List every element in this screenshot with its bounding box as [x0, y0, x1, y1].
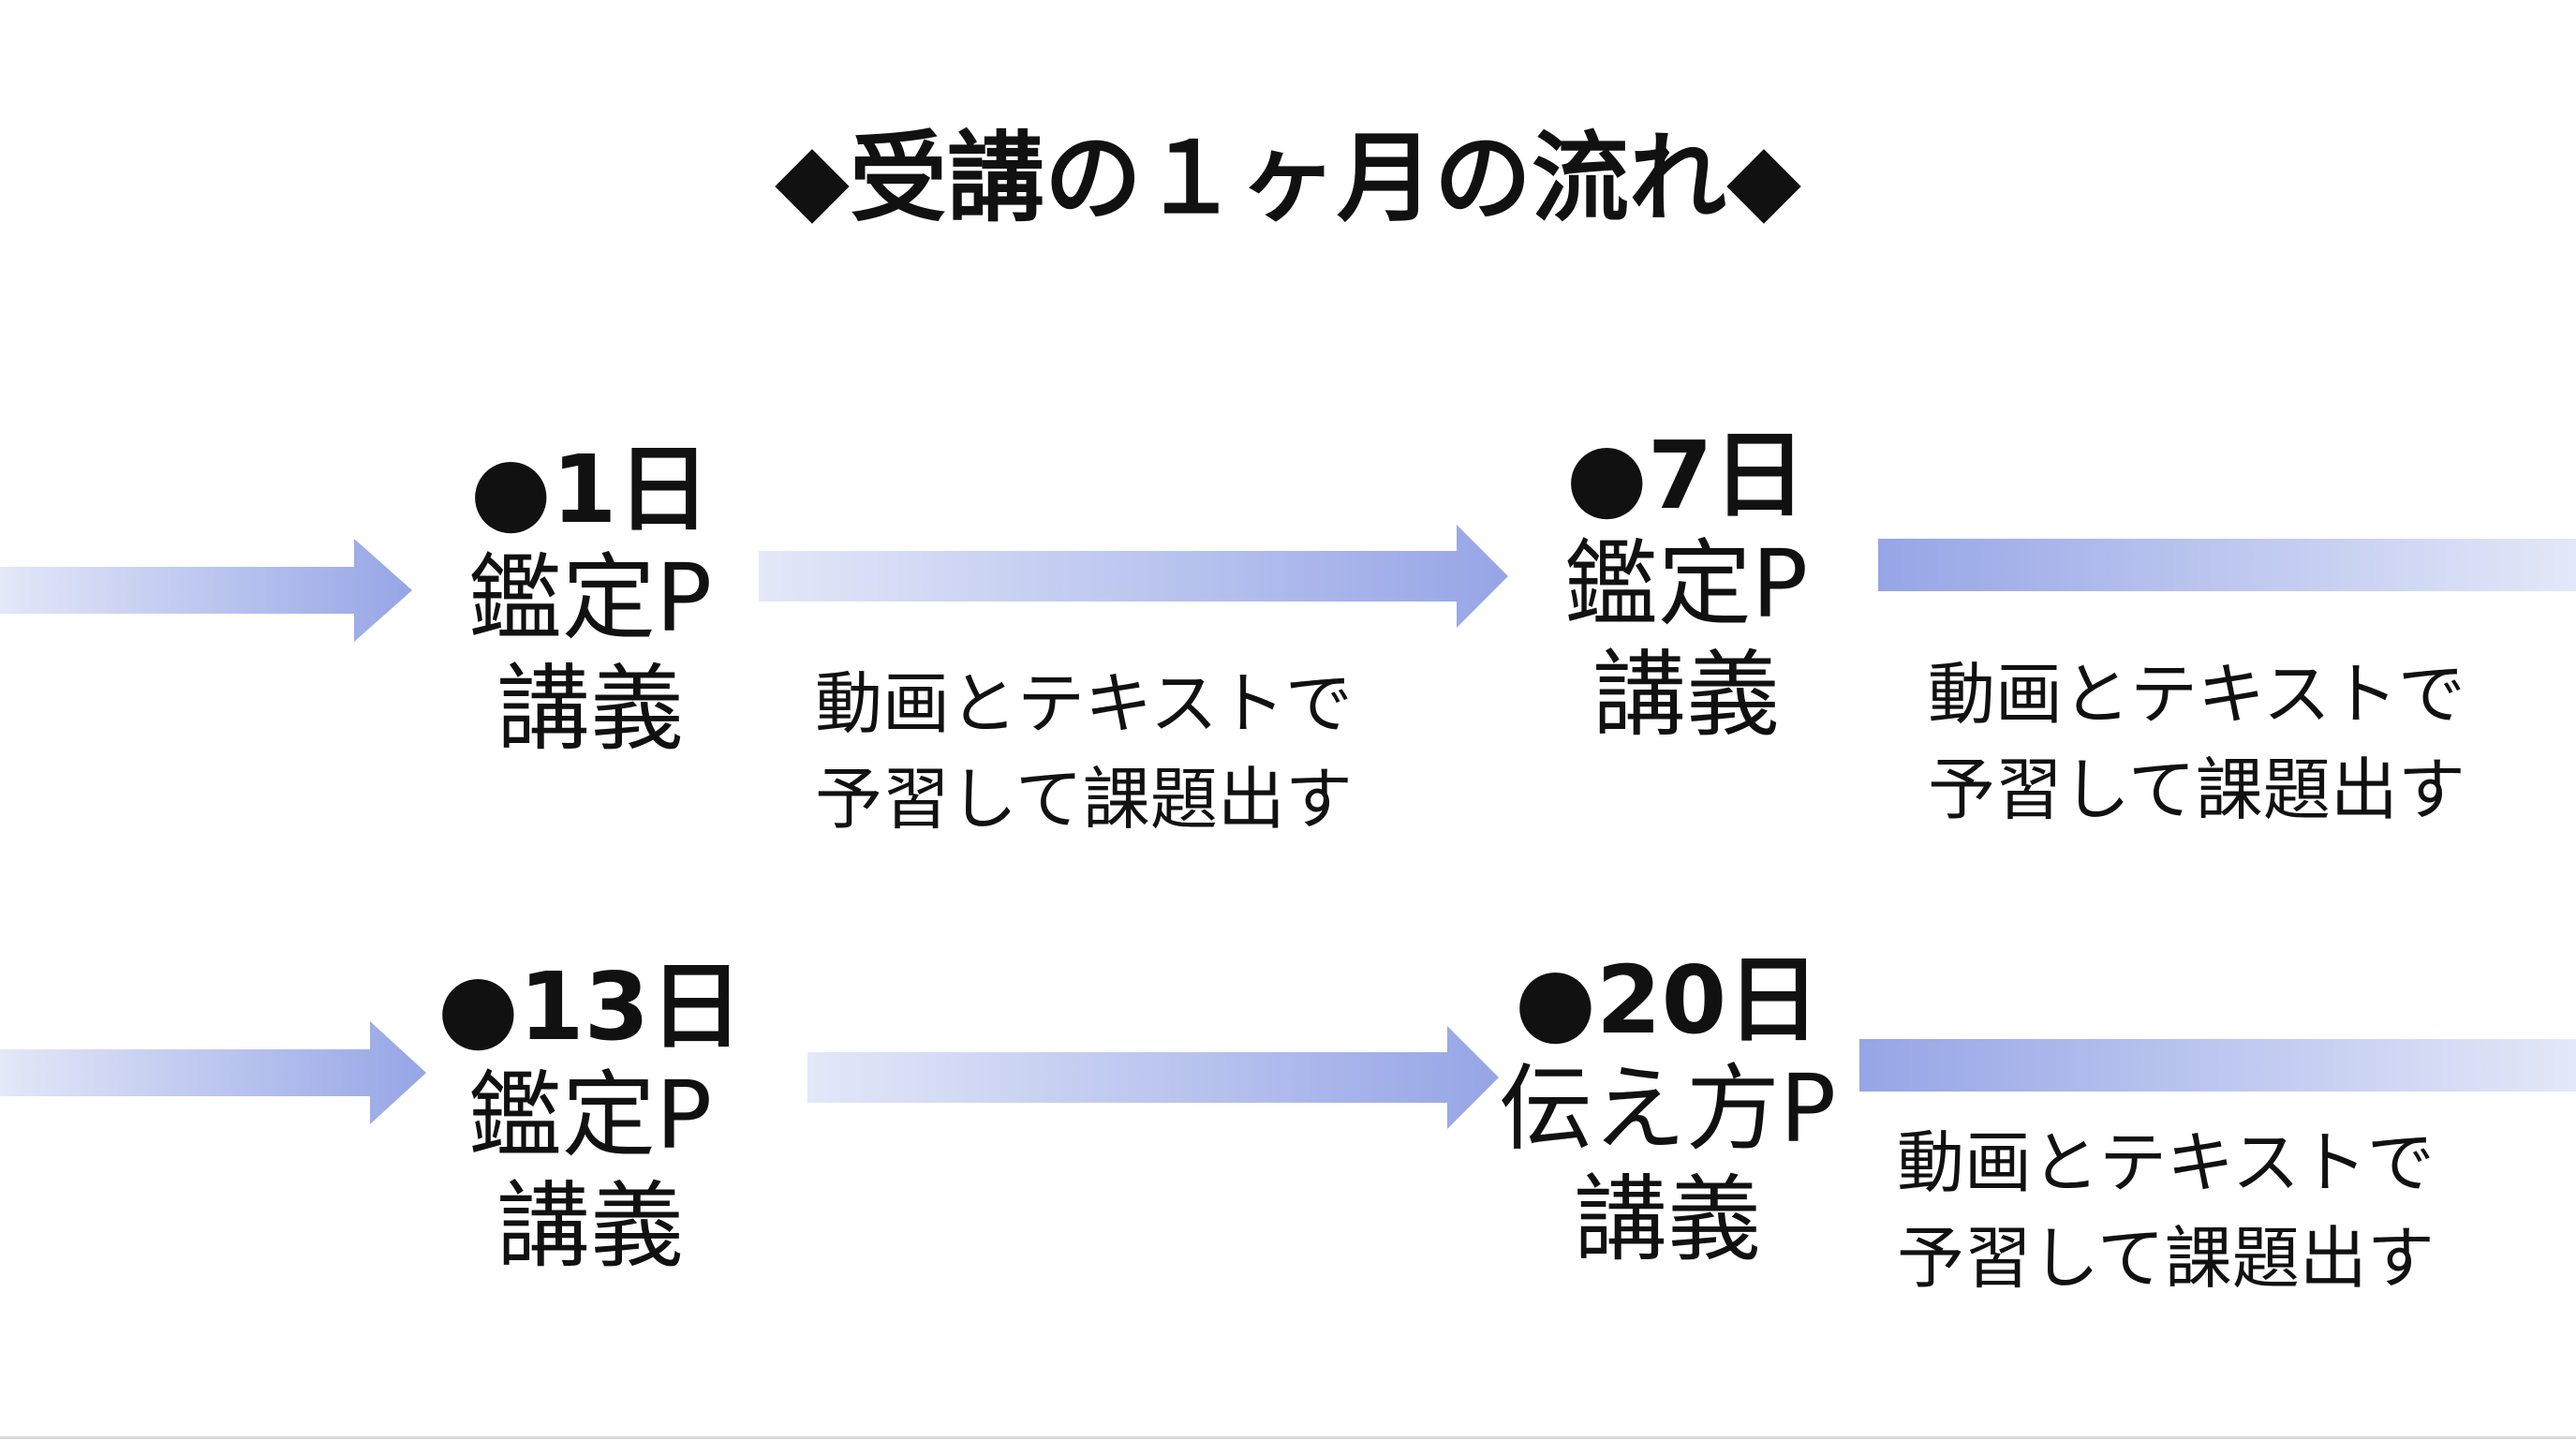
milestone-type: 講義: [1592, 640, 1780, 750]
step-note-line: 予習して課題出す: [815, 760, 1353, 839]
step-note-3: 動画とテキストで 予習して課題出す: [1897, 1115, 2435, 1306]
milestone-topic: 鑑定P: [467, 1061, 713, 1170]
milestone-day-label: ●20日: [1514, 945, 1821, 1055]
flow-arrow-1-to-7: [759, 525, 1508, 628]
milestone-day-7: ●7日 鑑定P 講義: [1527, 422, 1845, 750]
milestone-type: 講義: [496, 654, 684, 764]
step-note-line: 動画とテキストで: [815, 664, 1353, 743]
step-note-2: 動画とテキストで 予習して課題出す: [1928, 646, 2465, 838]
milestone-topic: 鑑定P: [467, 543, 713, 653]
milestone-type: 講義: [496, 1171, 684, 1281]
flow-arrow-row2-in: [0, 1021, 426, 1124]
milestone-topic: 鑑定P: [1563, 529, 1809, 639]
milestone-day-13: ●13日 鑑定P 講義: [431, 953, 749, 1282]
flow-arrow-row1-out: [1878, 539, 2576, 591]
milestone-day-label: ●13日: [437, 952, 744, 1062]
step-note-1: 動画とテキストで 予習して課題出す: [815, 656, 1353, 847]
diagram-title: ◆受講の１ヶ月の流れ◆: [775, 121, 1801, 235]
bottom-divider: [0, 1436, 2576, 1439]
flow-arrow-row1-in: [0, 539, 412, 642]
step-note-line: 予習して課題出す: [1928, 750, 2465, 830]
flow-arrow-row2-out: [1859, 1039, 2576, 1092]
milestone-day-label: ●7日: [1565, 421, 1807, 530]
milestone-day-1: ●1日 鑑定P 講義: [431, 436, 749, 765]
milestone-day-20: ●20日 伝え方P 講義: [1461, 946, 1873, 1275]
flow-arrow-13-to-20: [807, 1026, 1499, 1129]
step-note-line: 予習して課題出す: [1897, 1219, 2435, 1299]
step-note-line: 動画とテキストで: [1928, 655, 2465, 734]
milestone-topic: 伝え方P: [1498, 1054, 1837, 1164]
milestone-type: 講義: [1574, 1165, 1761, 1274]
milestone-day-label: ●1日: [469, 435, 711, 544]
step-note-line: 動画とテキストで: [1897, 1123, 2435, 1202]
